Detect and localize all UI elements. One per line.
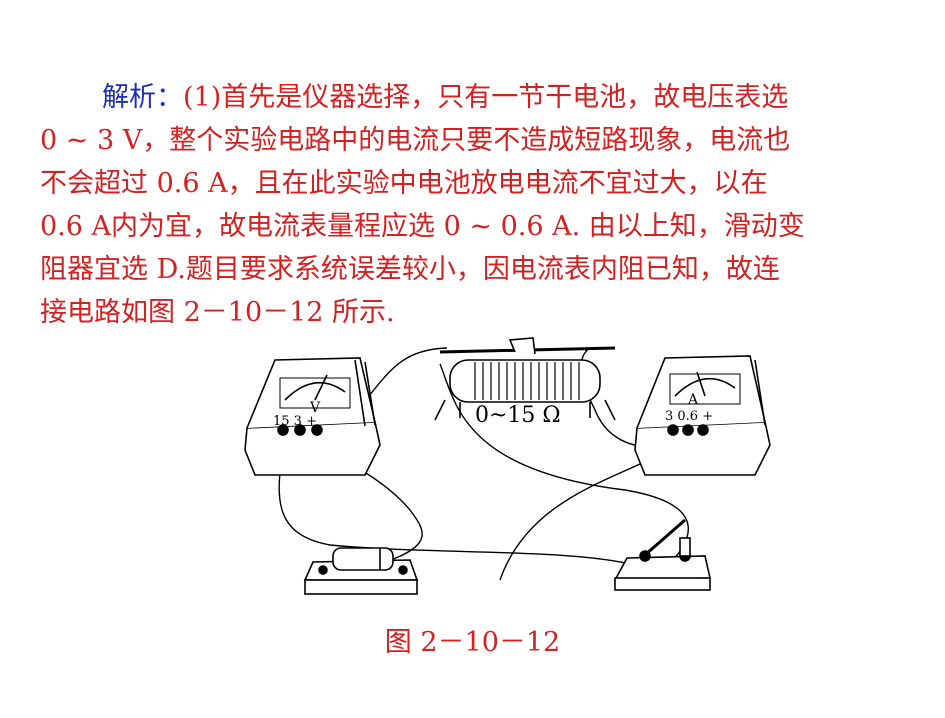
- voltmeter-terminals: 15 3 +: [273, 414, 317, 429]
- analysis-line-6: 接电路如图 2－10－12 所示.: [40, 297, 395, 328]
- ammeter: A 3 0.6 +: [634, 355, 771, 476]
- analysis-line-5: 阻器宜选 D.题目要求系统误差较小，因电流表内阻已知，故连: [40, 254, 780, 285]
- analysis-line-4: 0.6 A内为宜，故电流表量程应选 0 ~ 0.6 A. 由以上知，滑动变: [40, 211, 805, 242]
- figure-caption: 图 2－10－12: [384, 627, 561, 658]
- analysis-line-3: 不会超过 0.6 A，且在此实验中电池放电电流不宜过大，以在: [40, 168, 768, 199]
- analysis-text: 解析：(1)首先是仪器选择，只有一节干电池，故电压表选 0 ~ 3 V，整个实验…: [40, 76, 920, 334]
- ammeter-symbol: A: [687, 392, 699, 408]
- ammeter-terminals: 3 0.6 +: [665, 409, 713, 424]
- analysis-line-2: 0 ~ 3 V，整个实验电路中的电流只要不造成短路现象，电流也: [40, 125, 791, 156]
- voltmeter: V 15 3 +: [244, 357, 381, 476]
- analysis-line-1: 解析：(1)首先是仪器选择，只有一节干电池，故电压表选: [102, 82, 789, 113]
- battery: [303, 547, 419, 595]
- rheostat: 0~15 Ω: [434, 337, 616, 428]
- voltmeter-symbol: V: [309, 400, 321, 416]
- switch: [613, 518, 711, 591]
- circuit-diagram: V 15 3 + A 3 0.6 + 0~15 Ω: [244, 337, 771, 595]
- analysis-label: 解析：: [102, 82, 183, 113]
- rheostat-range: 0~15 Ω: [475, 403, 561, 428]
